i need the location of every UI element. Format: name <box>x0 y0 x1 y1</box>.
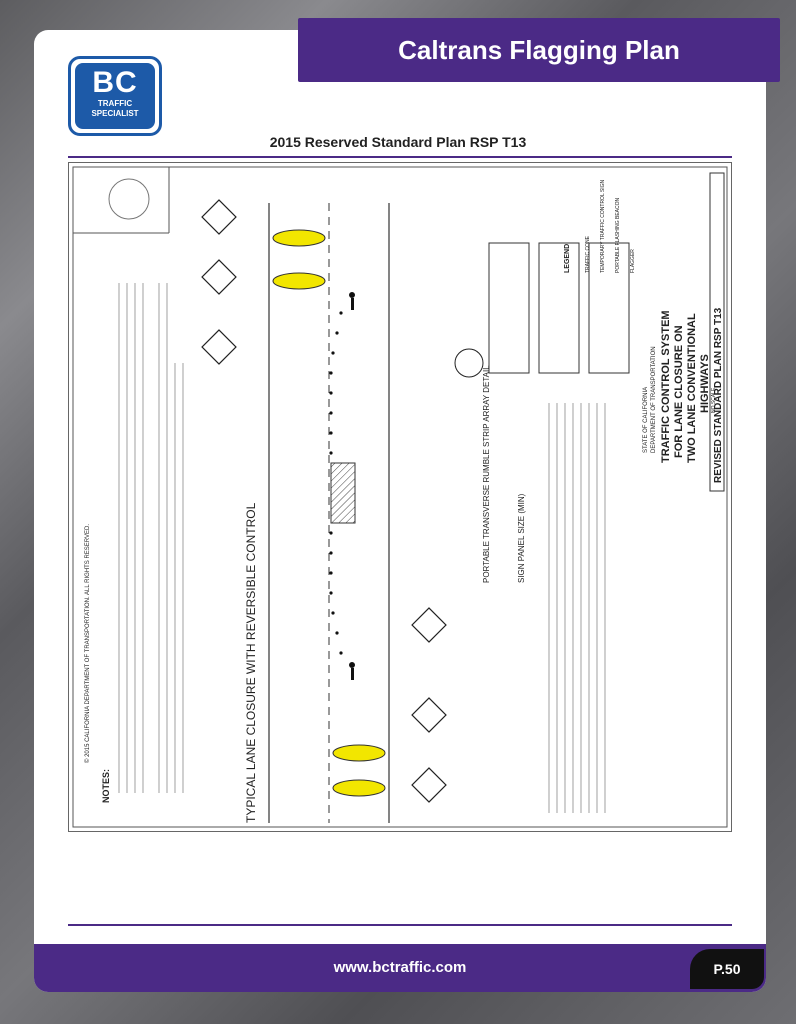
roadway <box>268 203 390 823</box>
plan-number-box <box>709 172 725 492</box>
bottom-divider <box>68 924 732 926</box>
plan-main-title: TYPICAL LANE CLOSURE WITH REVERSIBLE CON… <box>244 502 258 823</box>
work-area <box>330 462 356 524</box>
plan-drawing: NOTES: TYPICAL LANE CLOSURE WITH REVERSI… <box>68 162 732 832</box>
legend-item-flagger: FLAGGER <box>630 249 636 273</box>
logo-line-traffic: TRAFFIC <box>97 99 133 108</box>
legend-heading: LEGEND <box>564 244 571 273</box>
system-title-line3: TWO LANE CONVENTIONAL <box>686 313 698 463</box>
copyright-note: © 2015 CALIFORNIA DEPARTMENT OF TRANSPOR… <box>84 524 91 763</box>
legend-item-beacon: PORTABLE FLASHING BEACON <box>615 197 621 273</box>
top-divider <box>68 156 732 158</box>
rumble-detail-title: PORTABLE TRANSVERSE RUMBLE STRIP ARRAY D… <box>482 365 491 583</box>
dept-label: DEPARTMENT OF TRANSPORTATION <box>651 346 657 453</box>
system-title-block: STATE OF CALIFORNIA DEPARTMENT OF TRANSP… <box>643 172 725 492</box>
logo-badge: BC TRAFFIC SPECIALIST <box>75 63 155 129</box>
legend-item-cone: TRAFFIC CONE <box>585 235 591 273</box>
lane-closed-sign <box>454 348 484 378</box>
state-label: STATE OF CALIFORNIA <box>643 387 649 453</box>
system-title-line2: FOR LANE CLOSURE ON <box>673 325 685 458</box>
document-heading: 2015 Reserved Standard Plan RSP T13 <box>269 134 527 150</box>
logo-line-specialist: SPECIALIST <box>91 109 139 118</box>
footer-website-link[interactable]: www.bctraffic.com <box>333 959 467 976</box>
rumble-detail <box>488 242 630 374</box>
notes-block: NOTES: <box>101 283 606 813</box>
page-number-badge: P.50 <box>690 949 764 989</box>
flaggers <box>349 292 355 680</box>
legend-item-sign: TEMPORARY TRAFFIC CONTROL SIGN <box>600 179 606 273</box>
drawing-frame <box>72 166 728 828</box>
rumble-strips <box>272 229 386 797</box>
engineer-seal <box>108 178 150 220</box>
sign-panel-title: SIGN PANEL SIZE (MIN) <box>517 493 526 583</box>
warning-signs <box>201 199 447 803</box>
footer-bar: www.bctraffic.com <box>34 944 766 992</box>
page-title: Caltrans Flagging Plan <box>298 18 780 82</box>
no-scale-label: NO SCALE <box>711 387 717 413</box>
bc-traffic-logo: BC TRAFFIC SPECIALIST <box>68 56 162 136</box>
plan-svg: NOTES: TYPICAL LANE CLOSURE WITH REVERSI… <box>72 166 728 828</box>
legend: LEGEND TRAFFIC CONE TEMPORARY TRAFFIC CO… <box>564 179 636 273</box>
notes-lines <box>118 283 606 813</box>
system-title-line4: HIGHWAYS <box>699 354 711 413</box>
cone-taper <box>329 311 343 655</box>
plan-number: REVISED STANDARD PLAN RSP T13 <box>713 307 724 483</box>
system-title-line1: TRAFFIC CONTROL SYSTEM <box>660 310 672 463</box>
notes-heading: NOTES: <box>101 769 111 803</box>
logo-initials: BC <box>92 66 138 99</box>
